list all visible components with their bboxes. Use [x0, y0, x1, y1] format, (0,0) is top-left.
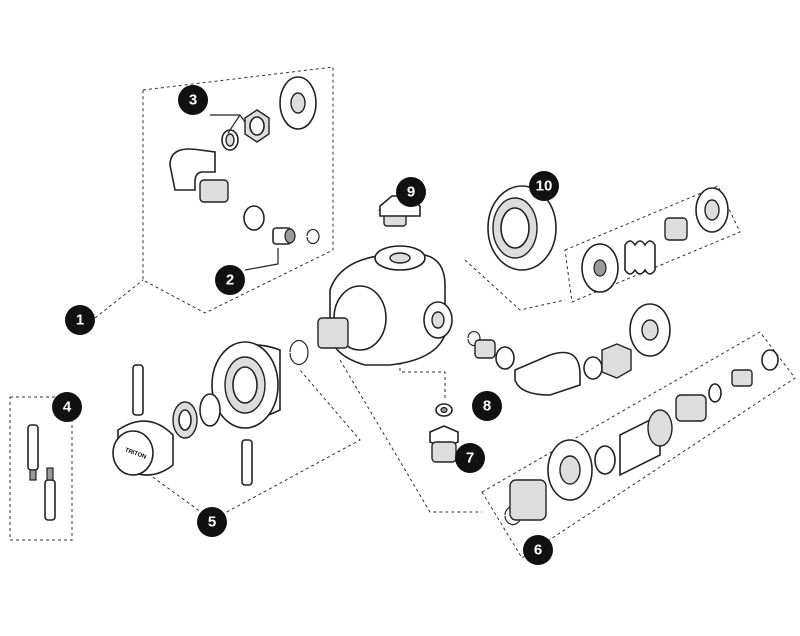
callout-5: 5	[197, 507, 227, 537]
callout-1: 1	[65, 305, 95, 335]
svg-text:8: 8	[483, 398, 491, 415]
spindles	[27, 424, 56, 521]
callout-8: 8	[472, 391, 502, 421]
svg-text:2: 2	[226, 272, 234, 289]
svg-text:9: 9	[407, 184, 415, 201]
callout-9: 9	[396, 177, 426, 207]
svg-text:7: 7	[466, 450, 474, 467]
svg-text:6: 6	[534, 542, 542, 559]
inlet-kit-parts	[169, 76, 320, 271]
callout-7: 7	[455, 443, 485, 473]
handle-assembly: TRITON	[112, 339, 309, 486]
callout-4: 4	[52, 392, 82, 422]
group-outline-spindles	[9, 396, 73, 541]
leader-6	[339, 359, 482, 513]
group-outline-outlet-kit	[481, 331, 796, 559]
leader-5	[142, 369, 361, 521]
cartridge-parts	[581, 187, 729, 293]
cartridge-housing	[487, 185, 557, 271]
group-outline-cartridge	[564, 185, 741, 303]
leader-8	[399, 350, 446, 400]
callout-10: 10	[529, 171, 559, 201]
leader-1	[94, 279, 144, 319]
callout-2: 2	[215, 265, 245, 295]
svg-text:10: 10	[536, 178, 553, 195]
svg-text:1: 1	[76, 312, 84, 329]
plugs	[379, 195, 459, 463]
callout-3: 3	[178, 85, 208, 115]
group-outline-inlet-kit	[142, 66, 334, 314]
svg-text:5: 5	[208, 514, 216, 531]
svg-text:4: 4	[63, 399, 72, 416]
valve-body	[317, 199, 453, 366]
callout-6: 6	[523, 535, 553, 565]
svg-text:3: 3	[189, 92, 197, 109]
outlet-kit-parts	[504, 349, 779, 526]
outlet-parts	[467, 303, 671, 396]
leader-10	[464, 259, 566, 311]
